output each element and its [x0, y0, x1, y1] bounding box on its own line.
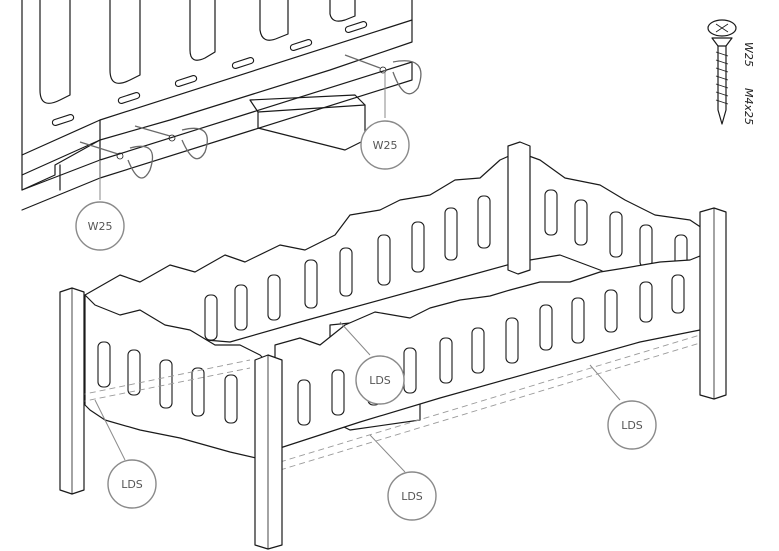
callout-lds-bottom: LDS — [369, 434, 437, 521]
callout-w25-left: W25 — [75, 160, 125, 251]
callout-lds-center: LDS — [339, 321, 405, 405]
callout-w25-left-label: W25 — [88, 220, 113, 233]
screw-arrow-3 — [344, 54, 422, 95]
callout-lds-center-label: LDS — [369, 374, 391, 387]
callout-lds-right: LDS — [589, 364, 657, 450]
screw-arrow-1 — [79, 141, 154, 179]
callout-w25-top: W25 — [360, 70, 410, 170]
screw-arrow-2 — [134, 125, 208, 160]
front-middle-post — [254, 354, 283, 550]
callout-lds-bottom-label: LDS — [401, 490, 423, 503]
right-front-post — [699, 207, 727, 400]
screw-size-label: M4x25 — [742, 88, 755, 125]
back-panel — [84, 151, 519, 343]
callout-lds-left-label: LDS — [121, 478, 143, 491]
callout-lds-right-label: LDS — [621, 419, 643, 432]
back-right-post — [507, 141, 531, 275]
screw-icon — [707, 19, 737, 125]
callout-w25-top-label: W25 — [373, 139, 398, 152]
callout-lds-left: LDS — [94, 399, 157, 509]
screw-code-label: W25 — [742, 42, 755, 67]
detail-inset — [21, 0, 422, 211]
